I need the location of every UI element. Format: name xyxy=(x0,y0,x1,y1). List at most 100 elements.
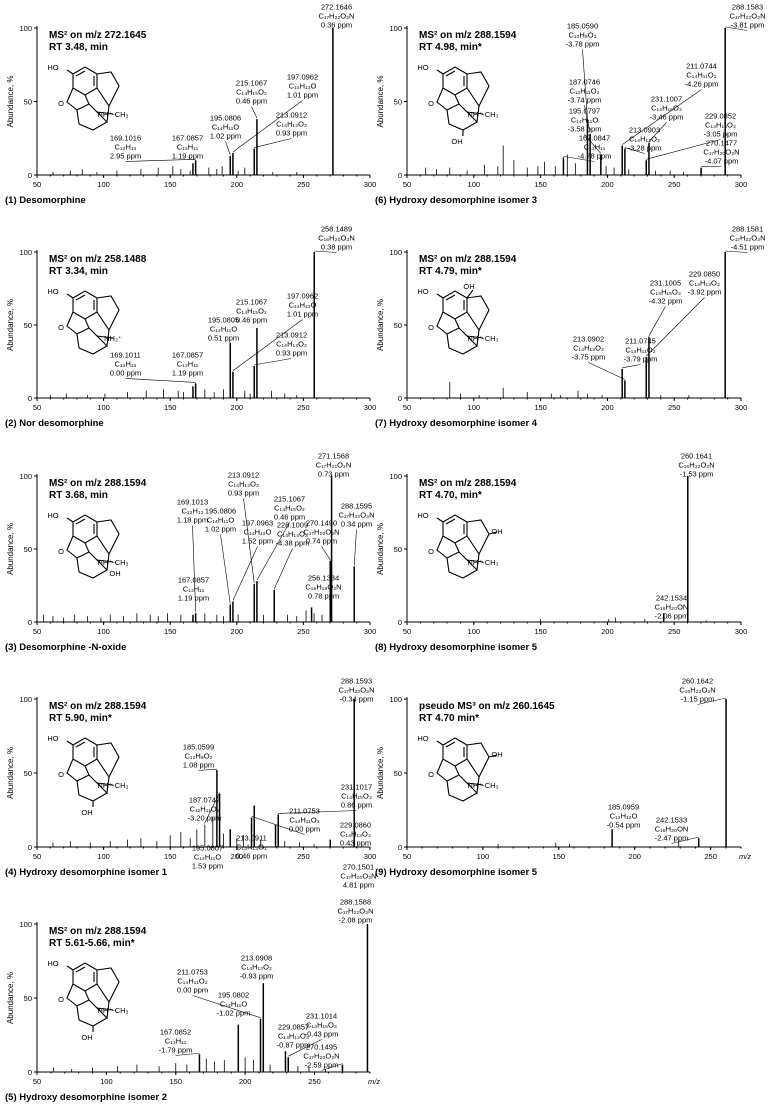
peak-annotation-line: C₁₄H₁₁O₂ xyxy=(289,816,319,825)
peak-annotation-line: C₁₄H₁₃O₂ xyxy=(629,135,660,144)
peak-annotation-line: 0.93 ppm xyxy=(276,129,307,138)
peak-annotation-line: 213.0912 xyxy=(276,331,307,340)
x-tick-label: 100 xyxy=(100,1077,113,1086)
top-ring xyxy=(97,968,119,1002)
peak-annotation-line: 211.0753 xyxy=(177,968,208,977)
oh-bond xyxy=(437,70,443,74)
peak-annotation-line: 195.0807 xyxy=(192,844,223,853)
peak-annotation-line: 288.1595 xyxy=(341,502,372,511)
x-tick-label: 50 xyxy=(403,852,411,861)
peak-annotation-line: C₁₇H₂₀O₂N xyxy=(303,1052,339,1061)
peak-annotation-line: 260.1641 xyxy=(681,452,712,461)
peak-annotation-line: C₁₄H₁₃O₂ xyxy=(241,963,272,972)
leader-line xyxy=(221,535,231,604)
peak-annotation-line: 260.1642 xyxy=(682,677,713,686)
peak-annotation-line: C₁₃H₁₃O xyxy=(610,812,638,821)
peak-annotation-line: -3.79 ppm xyxy=(624,355,658,364)
spectrum-title-line: RT 4.70, min* xyxy=(419,490,482,501)
peak-annotation-line: C₁₄H₁₃O₃ xyxy=(340,830,371,839)
peak-annotation-line: 242.1533 xyxy=(656,816,687,825)
peak-annotation-line: C₁₃H₁₃ xyxy=(181,507,203,516)
x-tick-label: 100 xyxy=(97,627,110,636)
peak-annotation-line: 213.0902 xyxy=(573,335,604,344)
x-tick-label: 300 xyxy=(735,627,748,636)
peak-annotation-line: 0.46 ppm xyxy=(236,97,267,106)
y-tick-label: 0 xyxy=(28,618,32,627)
peak-annotation-line: 0.00 ppm xyxy=(177,986,208,995)
oh-bond xyxy=(437,294,443,298)
x-tick-label: 50 xyxy=(33,627,41,636)
peak-annotation-line: C₁₄H₁₅O₃ xyxy=(650,288,681,297)
peak-annotation-line: C₁₃H₁₃ xyxy=(114,143,136,152)
peak-annotation-line: C₁₄H₁₅O₂ xyxy=(236,307,267,316)
oh-bond xyxy=(437,741,443,745)
x-tick-label: 200 xyxy=(231,627,244,636)
peak-annotation-line: 213.0912 xyxy=(228,471,259,480)
x-tick-label: 250 xyxy=(297,627,310,636)
peak-annotation-line: 229.0852 xyxy=(705,112,736,121)
peak-annotation-line: 211.0753 xyxy=(289,807,320,816)
peak-annotation-line: 169.1011 xyxy=(110,351,141,360)
top-ring xyxy=(467,520,489,554)
peak-annotation-line: 229.0850 xyxy=(689,270,720,279)
spectrum-title-line: RT 5.61-5.66, min* xyxy=(49,938,135,949)
top-ring xyxy=(467,296,489,330)
label-n-oxide-oh: OH xyxy=(109,569,120,578)
x-tick-label: 50 xyxy=(33,852,41,861)
y-tick-label: 0 xyxy=(28,394,32,403)
label-nh2: NH₂⁺ xyxy=(104,334,122,343)
y-tick-label: 50 xyxy=(24,98,32,107)
label-nh-ch3: NH⁺-CH₃ xyxy=(467,334,498,343)
spectrum-title-line: RT 3.68, min xyxy=(49,490,108,501)
peak-annotation-line: 215.1067 xyxy=(274,495,305,504)
peak-annotation-line: 258.1489 xyxy=(321,225,352,234)
y-tick-label: 0 xyxy=(398,618,402,627)
peak-annotation-line: C₁₄H₁₁O₂ xyxy=(177,977,207,986)
y-tick-label: 100 xyxy=(19,248,32,257)
peak-annotation-line: 185.0590 xyxy=(567,22,598,31)
x-tick-label: 300 xyxy=(735,180,748,189)
peak-annotation-line: 0.36 ppm xyxy=(321,21,352,30)
leader-line xyxy=(322,547,331,560)
leader-line xyxy=(226,142,231,155)
y-tick-label: 50 xyxy=(394,321,402,330)
spectrum-title-line: RT 3.34, min xyxy=(49,266,108,277)
peak-annotation-line: 169.1013 xyxy=(177,498,208,507)
y-axis-label: Abundance, % xyxy=(376,523,385,575)
label-ho: HO xyxy=(417,511,428,520)
peak-annotation-line: -1.15 ppm xyxy=(681,695,715,704)
top-ring xyxy=(97,520,119,554)
label-oh-right: OH xyxy=(491,527,502,536)
x-tick-label: 150 xyxy=(164,852,177,861)
peak-annotation-line: 167.0857 xyxy=(172,351,203,360)
peak-annotation-line: C₁₄H₁₁O xyxy=(571,116,598,125)
peak-annotation-line: C₁₃H₁₁ xyxy=(584,143,606,152)
x-tick-label: 150 xyxy=(534,403,547,412)
peak-annotation-line: 1.02 ppm xyxy=(210,132,241,141)
peak-annotation-line: 270.1490 xyxy=(306,519,337,528)
peak-annotation-line: C₁₄H₁₃O₂ xyxy=(573,344,604,353)
panel-caption: (8) Hydroxy desomorphine isomer 5 xyxy=(375,642,538,653)
x-tick-label: 100 xyxy=(468,403,481,412)
label-o: O xyxy=(428,770,434,779)
panel-caption: (5) Hydroxy desomorphine isomer 2 xyxy=(5,1092,167,1103)
peak-annotation-line: C₁₃H₁₁ xyxy=(177,360,199,369)
spectrum-title-line: RT 5.90, min* xyxy=(49,713,112,724)
